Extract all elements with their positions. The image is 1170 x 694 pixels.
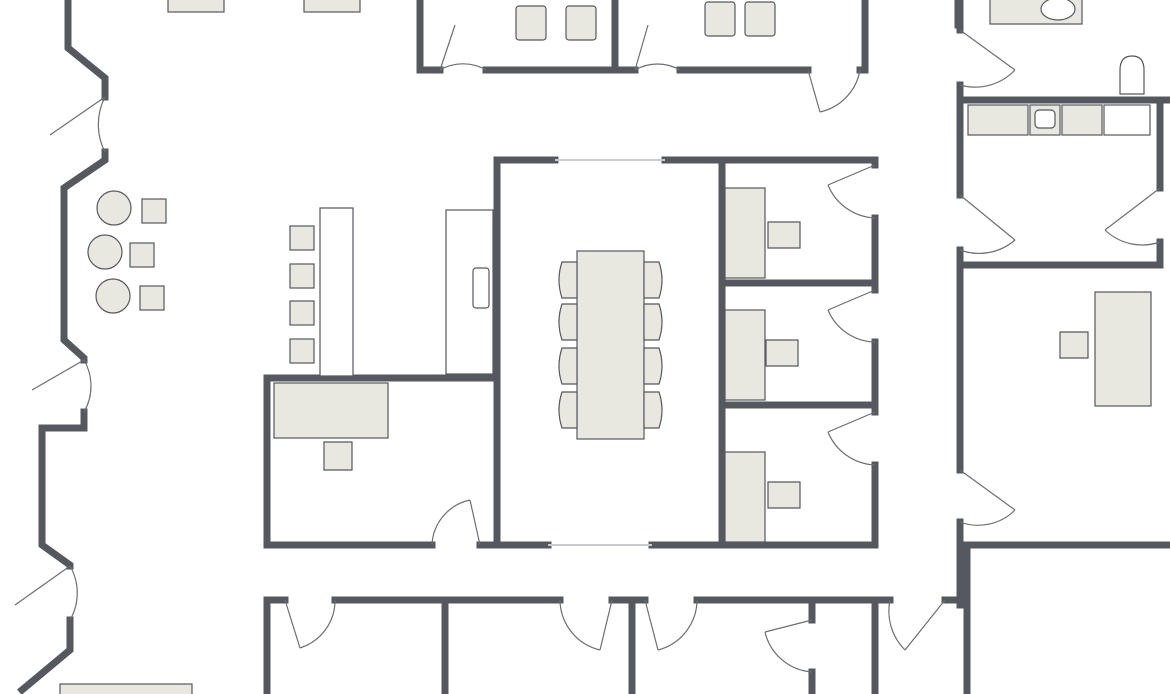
door-swing — [431, 499, 481, 546]
wall — [718, 156, 879, 169]
door-swing — [284, 599, 336, 649]
chair — [139, 285, 165, 311]
wall — [856, 0, 869, 74]
wall — [263, 374, 501, 549]
bar-stool — [289, 338, 315, 364]
fixture — [558, 347, 578, 385]
door-swing — [764, 619, 813, 673]
top-rooms — [167, 0, 869, 113]
office-chair — [1059, 331, 1089, 359]
office-chair — [765, 339, 799, 367]
fixture — [643, 391, 663, 429]
fixture — [643, 261, 663, 299]
wall — [493, 156, 559, 549]
wall — [60, 148, 109, 364]
door-swing — [827, 411, 876, 466]
door-swing — [1104, 187, 1161, 246]
conference-room — [493, 156, 726, 549]
conference-chairs — [558, 261, 663, 429]
door-swing — [14, 565, 78, 621]
office-chair — [767, 481, 801, 509]
chair — [744, 1, 776, 37]
appliance — [1103, 104, 1151, 136]
counter — [967, 104, 1029, 136]
chair — [704, 1, 736, 37]
desk — [59, 683, 193, 694]
exterior-doors[interactable] — [14, 96, 106, 621]
desk — [724, 451, 766, 543]
chair — [129, 242, 155, 268]
door-swing — [807, 69, 861, 113]
door-swing — [634, 24, 681, 71]
fixture — [558, 261, 578, 299]
sink — [1034, 109, 1056, 129]
door-swing — [49, 96, 106, 153]
chair — [515, 5, 547, 41]
door-swing — [827, 289, 876, 343]
lounge — [87, 190, 167, 314]
round-table — [96, 190, 132, 226]
door-swing — [827, 164, 876, 219]
bottom-rooms — [59, 541, 971, 694]
wall — [64, 0, 109, 101]
conference-table — [576, 250, 645, 440]
desk — [303, 0, 361, 13]
kitchenette — [289, 207, 494, 377]
chair — [565, 5, 597, 41]
bar-stool — [289, 300, 315, 326]
door-swing — [559, 599, 613, 651]
east-wing — [954, 0, 1170, 609]
wall — [38, 408, 88, 570]
office-chair — [767, 221, 801, 249]
round-table — [95, 278, 131, 314]
door-swing — [644, 599, 698, 651]
wall — [416, 0, 444, 74]
fixture — [643, 303, 663, 341]
office-chair — [323, 441, 353, 471]
desk — [724, 187, 766, 279]
door-swing — [888, 599, 946, 651]
door-swing — [959, 194, 1016, 254]
desk — [273, 382, 389, 439]
wall — [648, 156, 726, 549]
chair — [141, 198, 167, 224]
exterior-wall — [17, 0, 109, 694]
bar-stool — [289, 225, 315, 251]
left-office — [263, 374, 501, 549]
sink — [472, 267, 490, 309]
toilet — [1119, 55, 1145, 95]
small-offices — [718, 156, 879, 549]
fixture — [558, 391, 578, 429]
island-counter — [319, 207, 354, 377]
bar-stool — [289, 263, 315, 289]
wall — [17, 616, 74, 694]
counter — [1061, 104, 1103, 136]
door-swing — [959, 469, 1016, 526]
door-swing — [31, 359, 92, 413]
desk — [167, 0, 225, 13]
fixture — [558, 303, 578, 341]
sink — [1040, 0, 1076, 21]
door-swing — [439, 24, 487, 71]
door-swing — [959, 29, 1016, 88]
desk — [1094, 291, 1152, 407]
round-table — [87, 234, 123, 270]
wall — [263, 596, 289, 694]
fixture — [643, 347, 663, 385]
desk — [724, 309, 766, 401]
